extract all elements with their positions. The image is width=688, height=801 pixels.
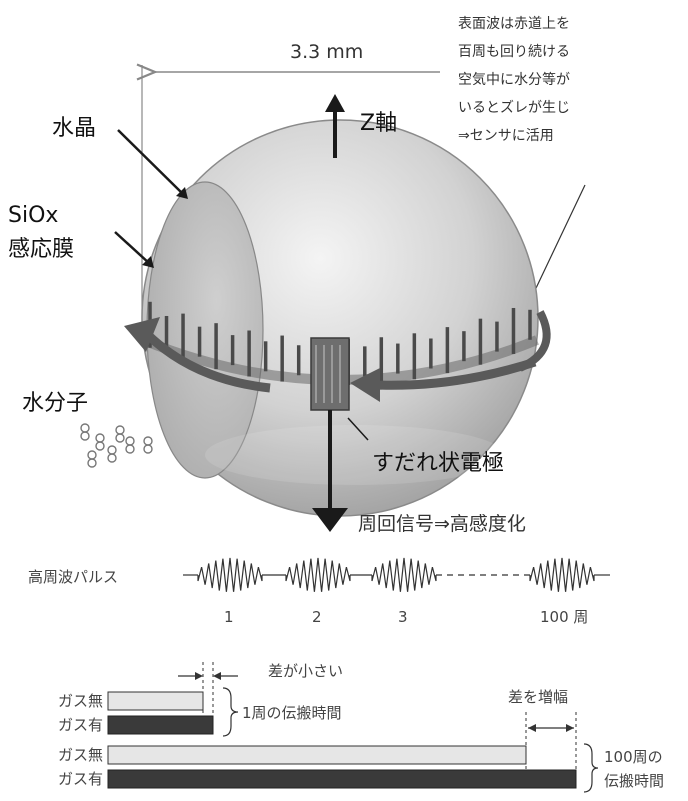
pulse-label-100: 100 周 bbox=[540, 608, 588, 626]
amplify-arrow-left-head bbox=[528, 724, 536, 732]
diameter-dimension: 3.3 mm bbox=[136, 41, 440, 330]
z-axis-label: Z軸 bbox=[360, 111, 397, 136]
left-wave-arrow-shaft bbox=[144, 331, 271, 393]
annotation-leader-line bbox=[527, 184, 586, 306]
annotation-line-3: 空気中に水分等が bbox=[458, 71, 570, 88]
electrode-fingers bbox=[148, 301, 532, 385]
gas-on-label-100: ガス有 bbox=[58, 770, 103, 788]
annotation-line-5: ⇒センサに活用 bbox=[458, 128, 554, 144]
siox-film-patch bbox=[146, 181, 264, 479]
water-molecule bbox=[95, 433, 105, 451]
water-molecule bbox=[87, 450, 97, 468]
water-label: 水分子 bbox=[22, 391, 88, 416]
gas-on-bar-100 bbox=[107, 769, 577, 789]
rf-pulse-train: 高周波パルス 1 2 3 100 周 bbox=[28, 557, 610, 626]
water-molecule bbox=[107, 445, 117, 463]
gas-off-label-100: ガス無 bbox=[58, 746, 103, 764]
electrode-pad bbox=[310, 337, 350, 411]
diff-arrow-left-head bbox=[195, 672, 203, 680]
pulse-2 bbox=[285, 557, 351, 592]
z-axis-arrowhead bbox=[325, 94, 345, 112]
gas-off-bar-100 bbox=[107, 745, 527, 765]
signal-lead-arrowhead bbox=[312, 508, 348, 532]
amplify-difference-label: 差を増幅 bbox=[508, 688, 568, 706]
crystal-pointer bbox=[117, 129, 186, 197]
film-label-line1: SiOx bbox=[8, 203, 58, 228]
circulation-arrows bbox=[124, 310, 551, 402]
hundred-round-label-line1: 100周の bbox=[604, 748, 663, 766]
front-wave-arrow-head bbox=[350, 368, 380, 402]
pulse-label-2: 2 bbox=[312, 608, 322, 626]
gas-off-bar-1 bbox=[107, 691, 204, 711]
pulse-100 bbox=[529, 557, 595, 592]
idt-electrode bbox=[310, 337, 350, 532]
annotation-line-4: いるとズレが生じ bbox=[458, 100, 570, 116]
left-labels: 水晶 SiOx 感応膜 水分子 bbox=[8, 116, 188, 416]
hundred-round-label-line2: 伝搬時間 bbox=[604, 772, 664, 790]
diff-arrow-right-head bbox=[213, 672, 221, 680]
propagation-comparison: 差が小さい ガス無 ガス有 1周の伝搬時間 差を増幅 ガス無 ガス有 100周の… bbox=[58, 662, 664, 793]
gas-on-bar-1 bbox=[107, 715, 214, 735]
gas-on-label-1: ガス有 bbox=[58, 716, 103, 734]
circulating-signal-label: 周回信号⇒高感度化 bbox=[358, 513, 526, 535]
crystal-label: 水晶 bbox=[52, 116, 96, 141]
diameter-label: 3.3 mm bbox=[290, 41, 363, 63]
water-molecule bbox=[125, 436, 135, 454]
film-pointer bbox=[114, 231, 151, 265]
film-label-line2: 感応膜 bbox=[8, 237, 74, 262]
electrode-pointer bbox=[347, 417, 369, 441]
annotation-line-2: 百周も回り続ける bbox=[458, 43, 570, 60]
amplify-arrow-right-head bbox=[566, 724, 574, 732]
z-axis: Z軸 bbox=[325, 94, 397, 158]
left-wave-arrow-head bbox=[124, 317, 160, 352]
one-round-label: 1周の伝搬時間 bbox=[242, 704, 342, 722]
bracket-1 bbox=[222, 687, 239, 737]
gas-off-label-1: ガス無 bbox=[58, 692, 103, 710]
small-difference-label: 差が小さい bbox=[268, 662, 343, 680]
rf-pulse-label: 高周波パルス bbox=[28, 568, 118, 586]
pulse-label-3: 3 bbox=[398, 608, 408, 626]
front-wave-arrow-shaft bbox=[374, 357, 537, 390]
water-molecules bbox=[80, 423, 153, 468]
crystal-pointer-head bbox=[176, 187, 188, 199]
pulse-3 bbox=[371, 557, 437, 592]
pulse-1 bbox=[197, 557, 263, 592]
water-molecule bbox=[115, 425, 125, 443]
pulse-label-1: 1 bbox=[224, 608, 234, 626]
crystal-sphere bbox=[141, 119, 539, 517]
sphere-reflection bbox=[205, 425, 505, 485]
water-molecule bbox=[143, 436, 153, 454]
water-molecule bbox=[80, 423, 90, 441]
electrode-labels: すだれ状電極 周回信号⇒高感度化 bbox=[347, 417, 526, 535]
annotation-line-1: 表面波は赤道上を bbox=[458, 16, 570, 32]
electrode-label: すだれ状電極 bbox=[372, 451, 504, 476]
bracket-100 bbox=[583, 743, 599, 793]
film-pointer-head bbox=[142, 256, 154, 268]
annotation-block: 表面波は赤道上を 百周も回り続ける 空気中に水分等が いるとズレが生じ ⇒センサ… bbox=[458, 16, 586, 306]
